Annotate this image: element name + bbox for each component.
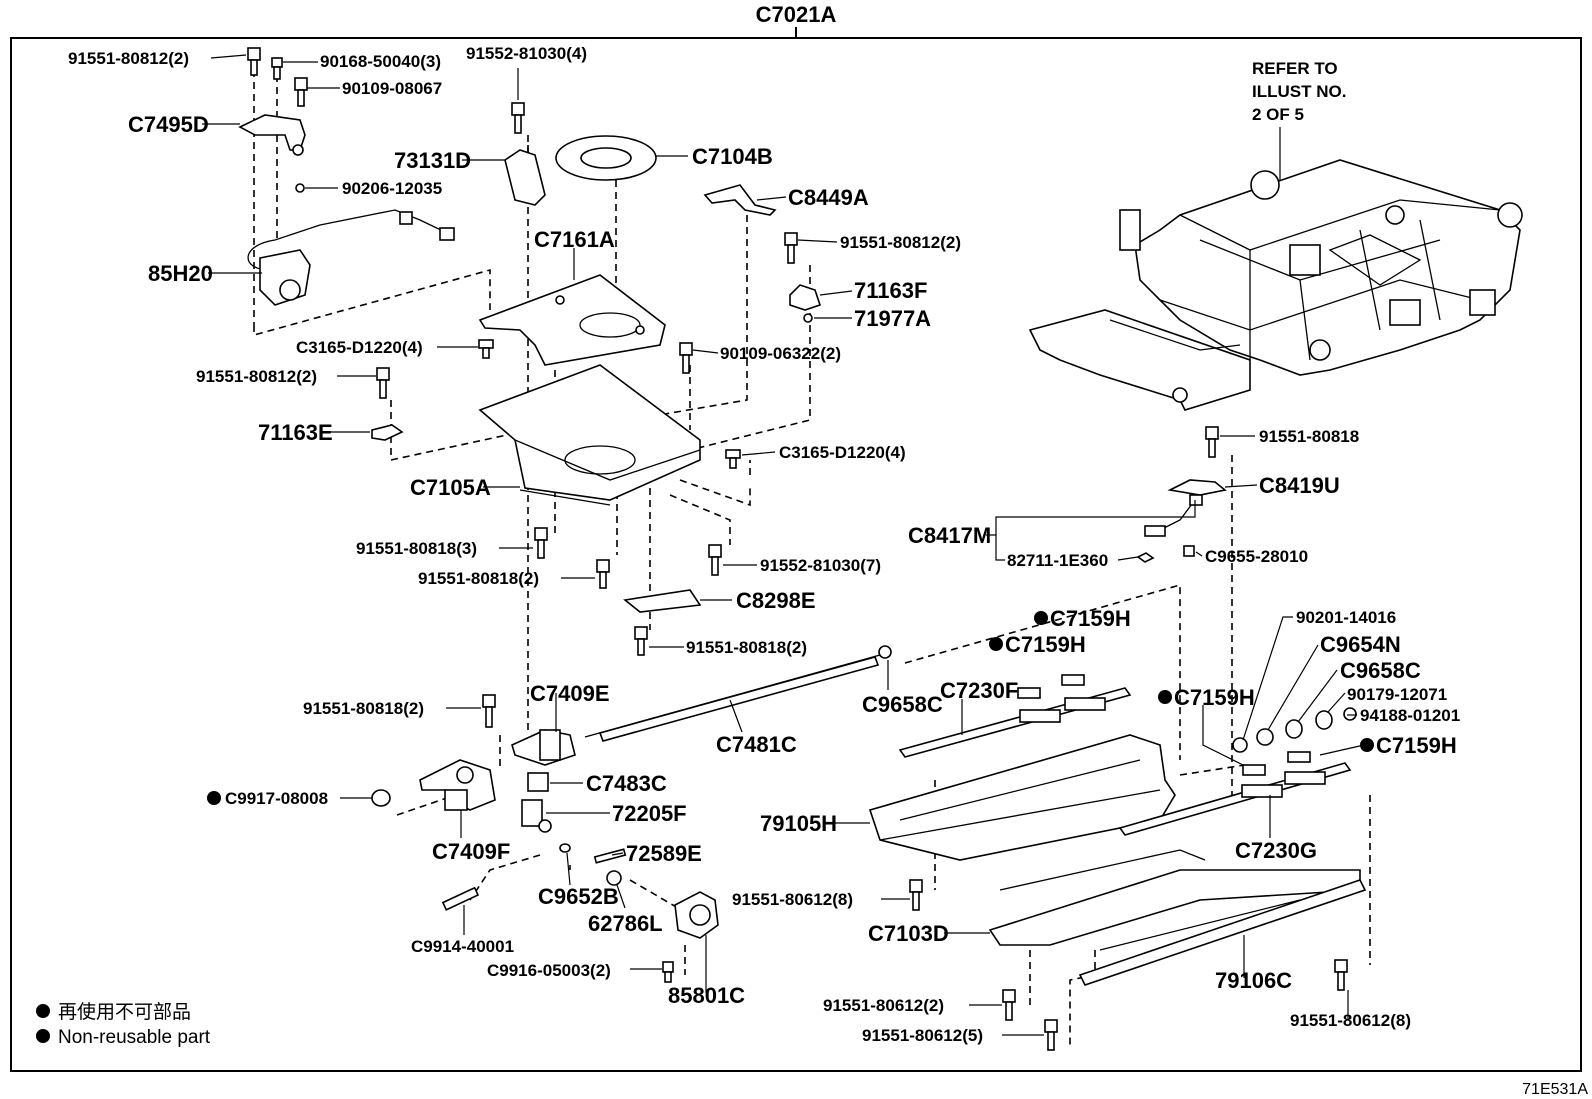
callout-label: 91551-80818 (1259, 427, 1359, 446)
callout-label: 91552-81030(7) (760, 556, 881, 575)
callout-label: 91551-80612(2) (823, 996, 944, 1015)
callout-label: 85801C (668, 983, 745, 1008)
callout-label: 91551-80818(2) (418, 569, 539, 588)
legend-marker (36, 1029, 50, 1043)
callout-label: C7159H (1376, 733, 1457, 758)
parts-illustrations (238, 47, 1367, 1051)
callout-label: C9914-40001 (411, 937, 514, 956)
reference-note-line1: REFER TO (1252, 59, 1338, 78)
callout-label: C9917-08008 (225, 789, 328, 808)
callout-label: 71163F (854, 278, 927, 303)
callout-label: C9655-28010 (1205, 547, 1308, 566)
callout-label: C3165-D1220(4) (296, 338, 423, 357)
callout-label: 62786L (588, 911, 663, 936)
callout-label: C7105A (410, 475, 491, 500)
callout-label: C7159H (1174, 685, 1255, 710)
leader-lines (202, 54, 1365, 1036)
callout-label: 91551-80612(5) (862, 1026, 983, 1045)
callout-label: 71163E (258, 420, 333, 445)
callout-label: 79105H (760, 811, 837, 836)
callout-label: C9654N (1320, 632, 1401, 657)
callout-label: 91551-80818(2) (303, 699, 424, 718)
callout-label: C3165-D1220(4) (779, 443, 906, 462)
callout-label: C9652B (538, 884, 619, 909)
callout-label: C8417M (908, 523, 991, 548)
callout-label: 94188-01201 (1360, 706, 1460, 725)
callout-label: C7159H (1050, 606, 1131, 631)
callout-label: C9916-05003(2) (487, 961, 611, 980)
callout-label: 71977A (854, 306, 931, 331)
non-reusable-marker (1360, 738, 1374, 752)
legend: 再使用不可部品 Non-reusable part (36, 1001, 211, 1048)
legend-marker (36, 1004, 50, 1018)
callout-label: C7483C (586, 771, 667, 796)
callout-label: C7104B (692, 144, 773, 169)
reference-note-line2: ILLUST NO. (1252, 82, 1346, 101)
callout-label: 79106C (1215, 968, 1292, 993)
callout-label: 90109-06322(2) (720, 344, 841, 363)
callout-label: 91551-80818(3) (356, 539, 477, 558)
callout-label: C8298E (736, 588, 816, 613)
non-reusable-marker (1158, 690, 1172, 704)
callout-label: C7161A (534, 227, 615, 252)
callout-label: 91551-80612(8) (1290, 1011, 1411, 1030)
non-reusable-marker (207, 791, 221, 805)
callout-label: 73131D (394, 148, 471, 173)
callout-label: C7409E (530, 681, 610, 706)
callout-label: C7495D (128, 112, 209, 137)
callout-label: 91552-81030(4) (466, 44, 587, 63)
legend-japanese: 再使用不可部品 (58, 1001, 191, 1023)
callout-label: C7230F (940, 678, 1018, 703)
callout-label: C7481C (716, 732, 797, 757)
callout-label: C9658C (1340, 658, 1421, 683)
callout-labels: 91551-80812(2) 90168-50040(3) 91552-8103… (68, 44, 1460, 1045)
non-reusable-marker (989, 637, 1003, 651)
callout-label: 90179-12071 (1347, 685, 1447, 704)
callout-label: 91551-80812(2) (196, 367, 317, 386)
callout-label: 91551-80812(2) (68, 49, 189, 68)
seat-frame-illustration (1028, 159, 1523, 411)
callout-label: 90206-12035 (342, 179, 442, 198)
callout-label: C7409F (432, 839, 510, 864)
callout-label: C8419U (1259, 473, 1340, 498)
callout-label: 72589E (626, 841, 702, 866)
callout-label: C7159H (1005, 632, 1086, 657)
figure-code: 71E531A (1522, 1081, 1588, 1098)
legend-english: Non-reusable part (58, 1027, 211, 1048)
callout-label: 90109-08067 (342, 79, 442, 98)
callout-label: 90168-50040(3) (320, 52, 441, 71)
reference-note-line3: 2 OF 5 (1252, 105, 1304, 124)
callout-label: C7103D (868, 921, 949, 946)
assembly-label: C7021A (756, 2, 837, 27)
non-reusable-marker (1034, 611, 1048, 625)
callout-label: 85H20 (148, 261, 213, 286)
callout-label: 91551-80612(8) (732, 890, 853, 909)
callout-label: C9658C (862, 692, 943, 717)
callout-label: C8449A (788, 185, 869, 210)
callout-label: 72205F (612, 801, 687, 826)
callout-label: 91551-80818(2) (686, 638, 807, 657)
callout-label: 91551-80812(2) (840, 233, 961, 252)
callout-label: 82711-1E360 (1007, 551, 1108, 570)
callout-label: C7230G (1235, 838, 1317, 863)
callout-label: 90201-14016 (1296, 608, 1396, 627)
